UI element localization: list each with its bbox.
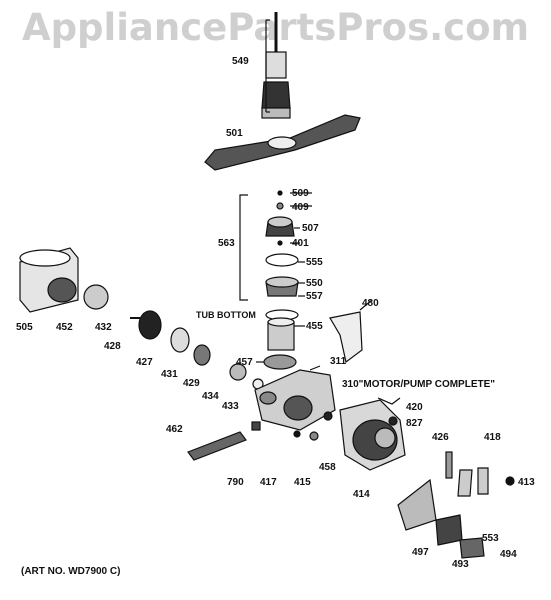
label-432: 432 — [95, 322, 112, 333]
art-number: (ART NO. WD7900 C) — [21, 566, 121, 577]
label-555: 555 — [306, 257, 323, 268]
label-428: 428 — [104, 341, 121, 352]
part-428 — [138, 310, 162, 340]
label-505: 505 — [16, 322, 33, 333]
label-557: 557 — [306, 291, 323, 302]
part-549-tube — [261, 12, 291, 119]
label-790: 790 — [227, 477, 244, 488]
part-497-bracket — [397, 478, 437, 531]
label-427: 427 — [136, 357, 153, 368]
label-409: 409 — [292, 202, 309, 213]
label-494: 494 — [500, 549, 517, 560]
label-418: 418 — [484, 432, 501, 443]
part-455 — [267, 321, 295, 351]
label-417: 417 — [260, 477, 277, 488]
label-493: 493 — [452, 559, 469, 570]
label-550: 550 — [306, 278, 323, 289]
label-553: 553 — [482, 533, 499, 544]
label-563: 563 — [218, 238, 235, 249]
label-310-motor-pump: 310"MOTOR/PUMP COMPLETE" — [342, 379, 495, 390]
label-415: 415 — [294, 477, 311, 488]
label-509: 509 — [292, 188, 309, 199]
label-426: 426 — [432, 432, 449, 443]
part-452-clamp — [83, 284, 109, 310]
label-311: 311 — [330, 356, 347, 367]
label-401: 401 — [292, 238, 309, 249]
part-462-hose — [187, 431, 247, 461]
part-480-shield — [329, 311, 363, 364]
part-434 — [229, 363, 247, 381]
label-420: 420 — [406, 402, 423, 413]
part-414-motor — [339, 399, 406, 471]
label-457: 457 — [236, 357, 253, 368]
label-452: 452 — [56, 322, 73, 333]
label-431: 431 — [161, 369, 178, 380]
label-827: 827 — [406, 418, 423, 429]
label-480: 480 — [362, 298, 379, 309]
label-462: 462 — [166, 424, 183, 435]
label-497: 497 — [412, 547, 429, 558]
label-433: 433 — [222, 401, 239, 412]
label-507: 507 — [302, 223, 319, 234]
part-427 — [170, 327, 190, 353]
label-tub-bottom: TUB BOTTOM — [196, 310, 256, 320]
part-429 — [193, 344, 211, 366]
label-434: 434 — [202, 391, 219, 402]
label-501: 501 — [226, 128, 243, 139]
label-429: 429 — [183, 378, 200, 389]
part-505-housing — [19, 247, 79, 313]
label-458: 458 — [319, 462, 336, 473]
label-413: 413 — [518, 477, 535, 488]
label-455: 455 — [306, 321, 323, 332]
label-549: 549 — [232, 56, 249, 67]
part-311-pump-body — [254, 369, 336, 431]
label-414: 414 — [353, 489, 370, 500]
